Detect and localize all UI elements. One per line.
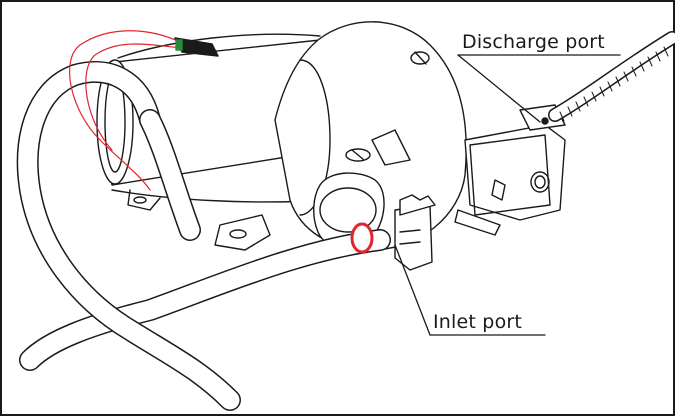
- discharge-port-label: Discharge port: [462, 31, 605, 53]
- mounting-foot: [214, 214, 271, 251]
- pump-head: [274, 21, 467, 251]
- leader-lines: [394, 54, 621, 336]
- inlet-port-label: Inlet port: [433, 311, 523, 333]
- power-wires: [69, 30, 219, 191]
- inlet-port: [394, 194, 436, 271]
- corrugated-hose: [541, 31, 675, 125]
- inlet-hose: [16, 61, 391, 411]
- discharge-port: [454, 104, 566, 236]
